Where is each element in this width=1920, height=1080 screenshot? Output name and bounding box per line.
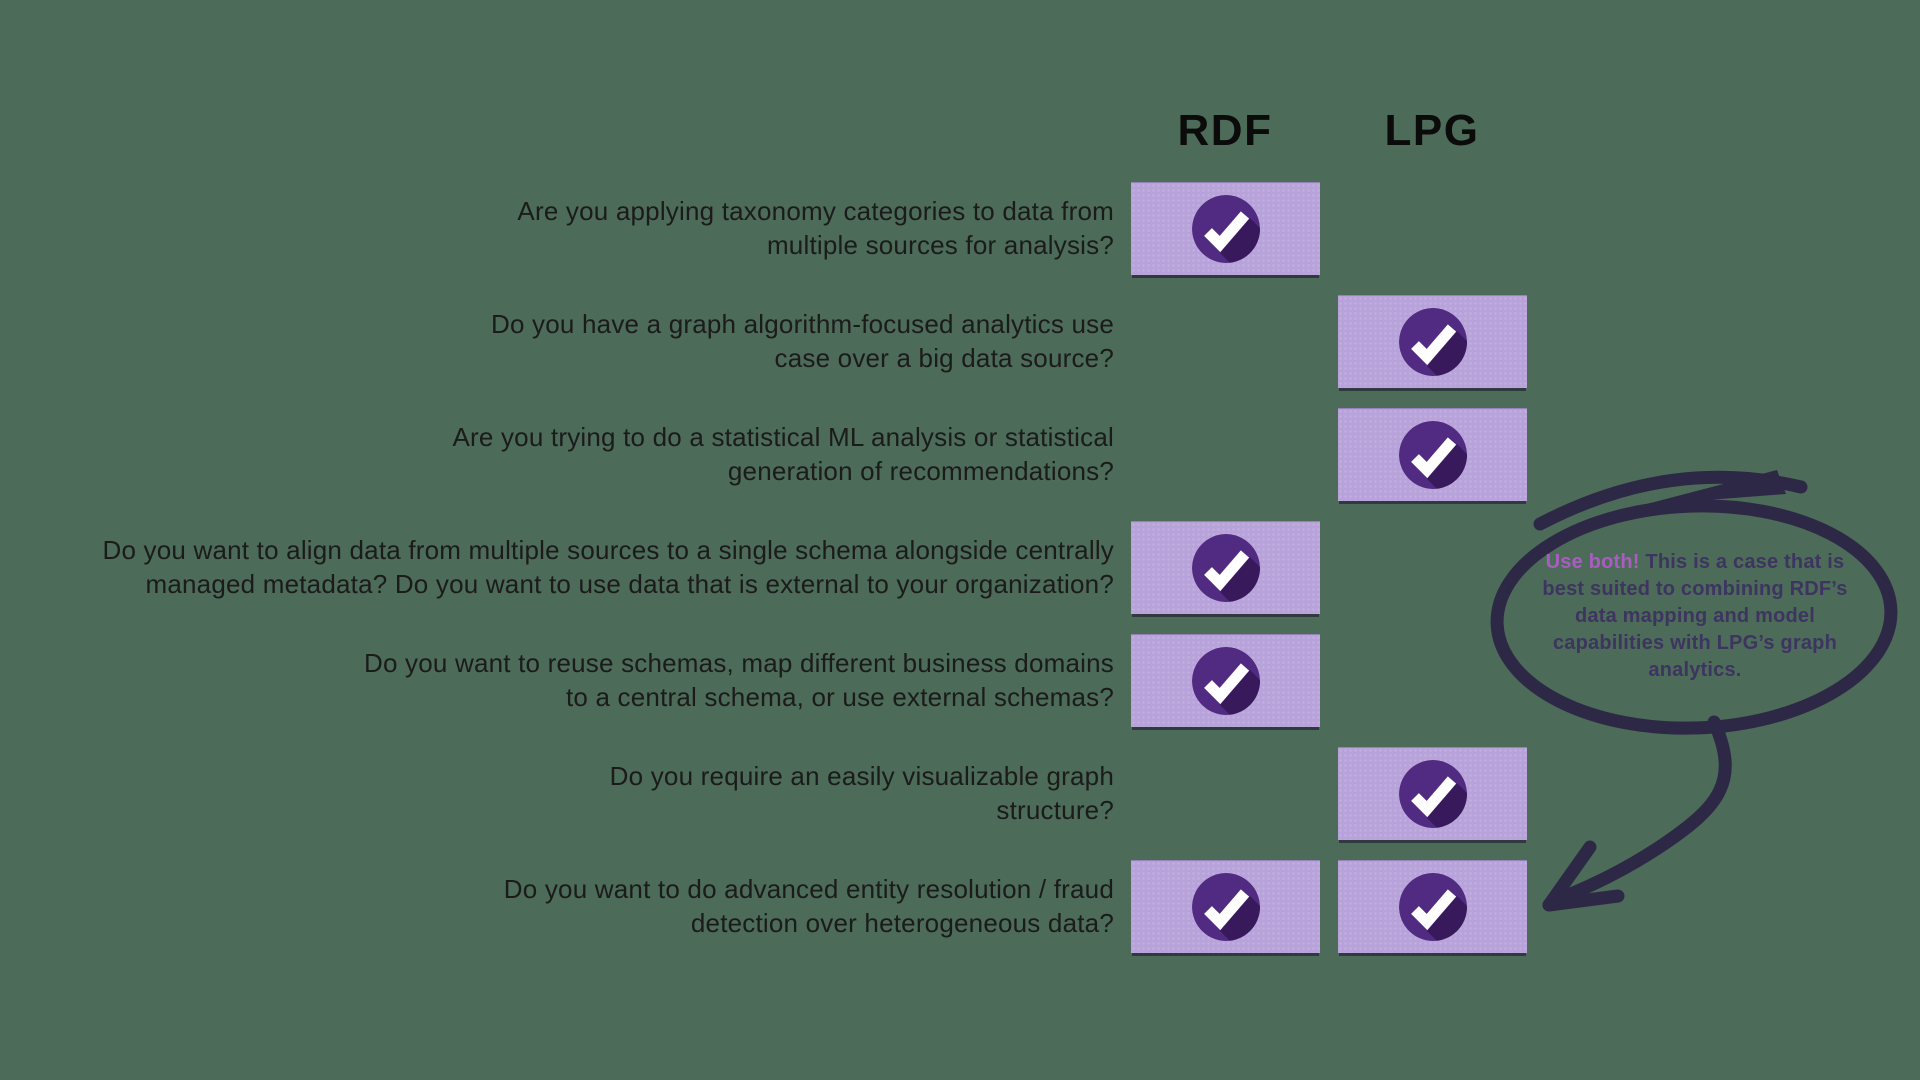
question-line: Do you want to reuse schemas, map differ… xyxy=(363,648,1114,678)
check-tile-rdf xyxy=(1131,182,1320,275)
checkmark-icon xyxy=(1398,873,1467,941)
question-text: Do you require an easily visualizable gr… xyxy=(20,747,1114,839)
question-text: Do you want to do advanced entity resolu… xyxy=(20,860,1114,952)
comparison-row: Do you want to align data from multiple … xyxy=(0,521,1920,614)
comparison-row: Do you have a graph algorithm-focused an… xyxy=(0,295,1920,388)
check-tile-rdf xyxy=(1131,860,1320,953)
question-line: generation of recommendations? xyxy=(727,456,1114,486)
checkmark-icon xyxy=(1191,534,1260,602)
checkmark-icon xyxy=(1398,421,1467,489)
comparison-row: Do you want to do advanced entity resolu… xyxy=(0,860,1920,953)
check-tile-rdf xyxy=(1131,521,1320,614)
question-line: Do you want to do advanced entity resolu… xyxy=(503,874,1114,904)
question-text: Do you want to reuse schemas, map differ… xyxy=(20,634,1114,726)
comparison-row: Are you trying to do a statistical ML an… xyxy=(0,408,1920,501)
comparison-row: Are you applying taxonomy categories to … xyxy=(0,182,1920,275)
question-line: Are you applying taxonomy categories to … xyxy=(517,196,1114,226)
checkmark-icon xyxy=(1191,195,1260,263)
question-line: detection over heterogeneous data? xyxy=(690,908,1114,938)
column-header-lpg: LPG xyxy=(1384,106,1480,155)
check-tile-lpg xyxy=(1338,295,1527,388)
question-line: structure? xyxy=(996,795,1114,825)
checkmark-icon xyxy=(1191,873,1260,941)
comparison-row: Do you want to reuse schemas, map differ… xyxy=(0,634,1920,727)
callout-text: Use both! This is a case that is best su… xyxy=(1526,549,1864,684)
question-line: Are you trying to do a statistical ML an… xyxy=(452,422,1114,452)
question-line: Do you require an easily visualizable gr… xyxy=(609,761,1114,791)
callout-body: This is a case that is best suited to co… xyxy=(1542,551,1848,681)
question-line: managed metadata? Do you want to use dat… xyxy=(145,569,1114,599)
checkmark-icon xyxy=(1191,647,1260,715)
column-header-rdf: RDF xyxy=(1177,106,1273,155)
checkmark-icon xyxy=(1398,308,1467,376)
question-line: Do you want to align data from multiple … xyxy=(102,535,1114,565)
question-text: Are you applying taxonomy categories to … xyxy=(20,182,1114,274)
question-text: Are you trying to do a statistical ML an… xyxy=(20,408,1114,500)
check-tile-lpg xyxy=(1338,860,1527,953)
callout-lead: Use both! xyxy=(1545,551,1640,573)
check-tile-lpg xyxy=(1338,408,1527,501)
checkmark-icon xyxy=(1398,760,1467,828)
question-text: Do you want to align data from multiple … xyxy=(20,521,1114,613)
question-text: Do you have a graph algorithm-focused an… xyxy=(20,295,1114,387)
check-tile-rdf xyxy=(1131,634,1320,727)
question-line: Do you have a graph algorithm-focused an… xyxy=(491,309,1114,339)
check-tile-lpg xyxy=(1338,747,1527,840)
question-line: multiple sources for analysis? xyxy=(766,230,1114,260)
comparison-row: Do you require an easily visualizable gr… xyxy=(0,747,1920,840)
question-line: to a central schema, or use external sch… xyxy=(565,682,1114,712)
question-line: case over a big data source? xyxy=(774,343,1114,373)
